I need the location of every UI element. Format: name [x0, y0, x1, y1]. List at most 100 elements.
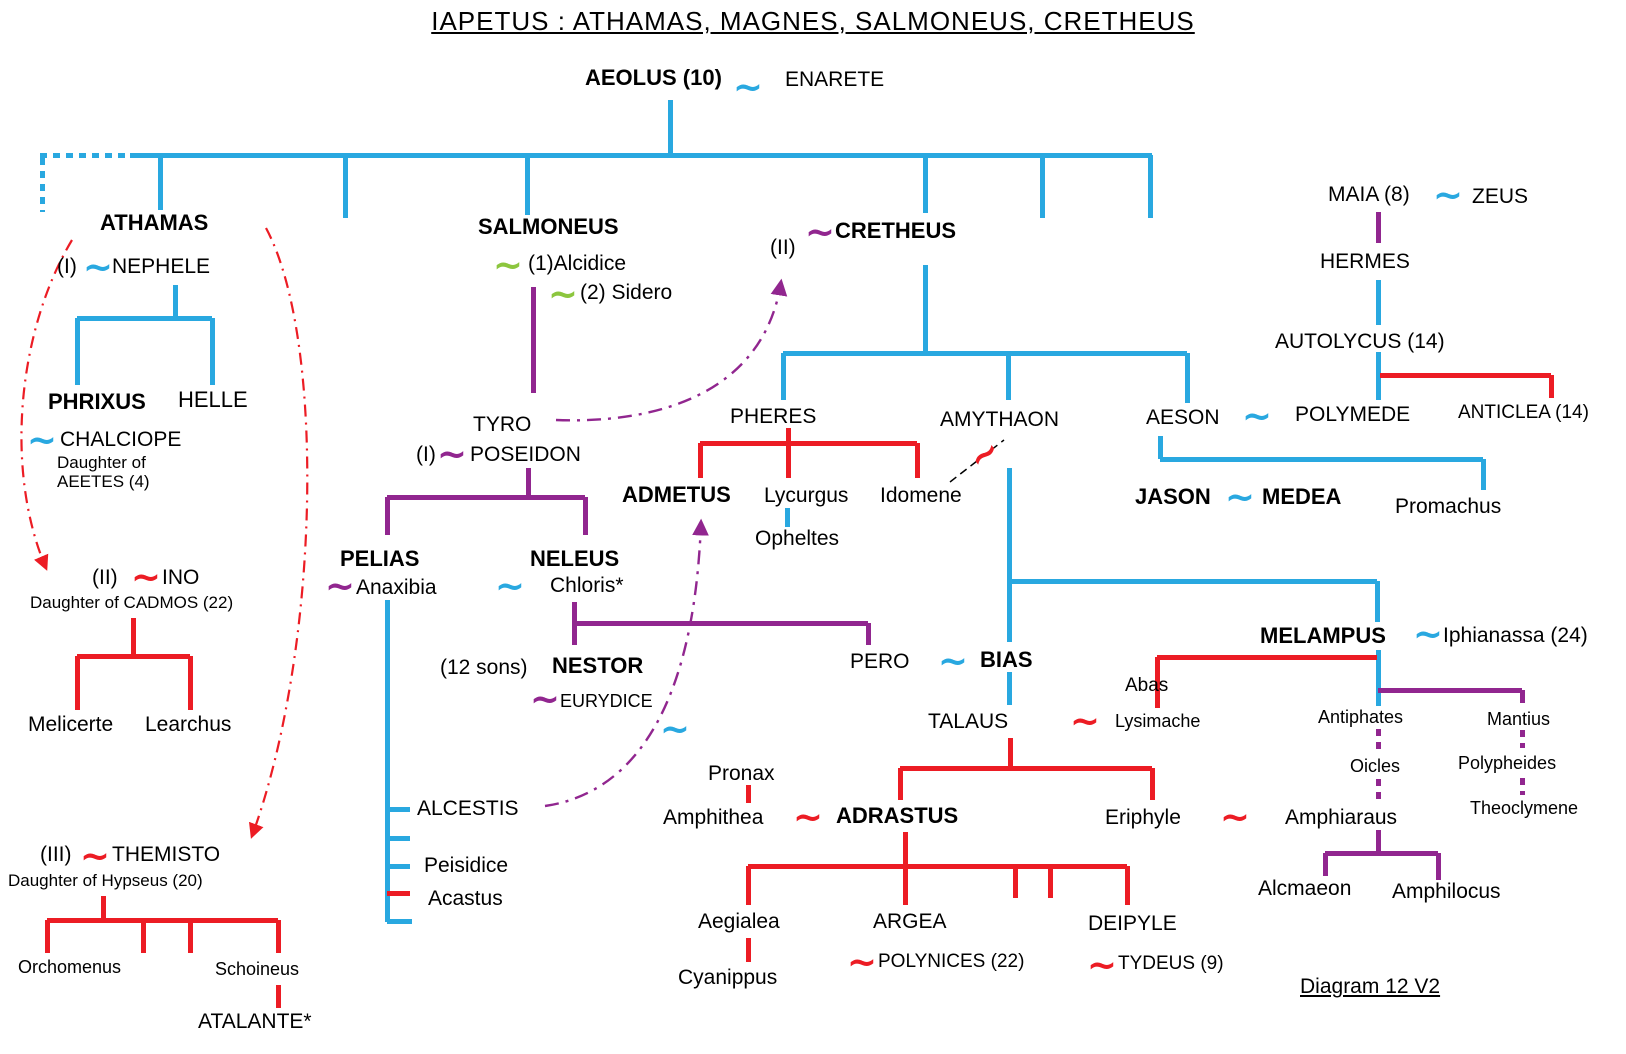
athamas-to-themisto-arrow [248, 227, 309, 839]
neleus-label: NELEUS [530, 546, 620, 571]
salmoneus-sidero-marriage-tilde-icon: ~ [547, 274, 579, 315]
pronax-label: Pronax [708, 762, 775, 785]
acastus-tick [387, 890, 410, 896]
pronax-amphithea-line [745, 785, 751, 803]
alcestis-label: ALCESTIS [417, 797, 519, 820]
aeolus-label: AEOLUS (10) [585, 65, 722, 90]
themisto-children-bar [47, 917, 278, 923]
tyro-children-bar [387, 494, 585, 500]
jason-medea-marriage-tilde-icon: ~ [1224, 477, 1256, 518]
oicles-label: Oicles [1350, 756, 1401, 776]
athamas-label: ATHAMAS [100, 210, 209, 235]
zeus-label: ZEUS [1472, 185, 1529, 208]
ino-children-feed [130, 618, 136, 656]
aeson-label: AESON [1146, 406, 1220, 429]
melampus-feed [1374, 581, 1380, 622]
talaus-lysimache-marriage-tilde-icon: ~ [1069, 701, 1101, 742]
themisto-children-feed [100, 896, 106, 920]
tydeus-label: TYDEUS (9) [1118, 953, 1224, 974]
pheres-label: PHERES [730, 405, 817, 428]
deipyle-tydeus-marriage-tilde-icon: ~ [1086, 945, 1118, 986]
melampus-children-feed [1375, 650, 1381, 706]
anticlea-label: ANTICLEA (14) [1458, 402, 1589, 423]
themisto-child-tick1 [140, 920, 146, 953]
aegialea-cyanippus-line [745, 938, 751, 962]
athamas-to-ino-arrow [20, 239, 73, 571]
themisto-ordinal-label: (III) [40, 843, 72, 866]
idomene-drop [914, 443, 920, 478]
bias-talaus-line [1006, 672, 1012, 705]
learchus-label: Learchus [145, 713, 232, 736]
alcmaeon-label: Alcmaeon [1258, 877, 1352, 900]
bias-label: BIAS [980, 647, 1033, 672]
twelve-sons-label: (12 sons) [440, 656, 528, 679]
mantius-drop [1519, 690, 1525, 703]
admetus-label: ADMETUS [622, 482, 731, 507]
abas-lysimache-line [1154, 657, 1160, 708]
amythaon-label: AMYTHAON [940, 408, 1060, 431]
alcestis-to-admetus-arrow [544, 518, 709, 808]
melicerte-label: Melicerte [28, 713, 114, 736]
pelias-anaxibia-marriage-tilde-icon: ~ [324, 566, 356, 607]
argea-drop [902, 866, 908, 905]
aeson-drop [1184, 353, 1190, 403]
oicles-amphiaraus-line [1375, 779, 1381, 800]
aegialea-label: Aegialea [698, 910, 780, 933]
pheres-drop [780, 353, 786, 400]
melampus-iphianassa-marriage-tilde-icon: ~ [1412, 614, 1444, 655]
phrixus-chalciope-marriage-tilde-icon: ~ [26, 420, 58, 461]
maia-hermes-line [1375, 212, 1381, 243]
alcidice-label: (1)Alcidice [528, 252, 627, 275]
pelias-children-spine [384, 600, 390, 922]
ino-note-label: Daughter of CADMOS (22) [30, 593, 234, 612]
poseidon-ordinal-label: (I) [416, 443, 436, 466]
pelias-label: PELIAS [340, 546, 420, 571]
pero-bias-marriage-tilde-icon: ~ [937, 641, 969, 682]
ino-children-bar [77, 653, 190, 659]
aeson-children-feed [1157, 436, 1163, 459]
autolycus-label: AUTOLYCUS (14) [1275, 330, 1445, 353]
phrixus-label: PHRIXUS [48, 389, 146, 414]
diagram-title: IAPETUS : ATHAMAS, MAGNES, SALMONEUS, CR… [431, 6, 1195, 36]
adrastus-children-feed [902, 832, 908, 866]
aeson-children-bar [1160, 456, 1483, 462]
talaus-label: TALAUS [928, 710, 1009, 733]
amythaon-children-bar [1009, 578, 1377, 584]
alcmaeon-drop [1322, 853, 1328, 876]
lycurgus-opheltes-line [784, 508, 790, 527]
aeolus-enarete-marriage-tilde-icon: ~ [732, 67, 764, 108]
promachus-drop [1480, 459, 1486, 490]
dotted-bar-left [40, 152, 132, 158]
son6-drop [1147, 155, 1153, 218]
schoineus-label: Schoineus [215, 959, 300, 979]
amythaon-bias-line [1006, 468, 1012, 642]
antiphates-label: Antiphates [1318, 707, 1404, 727]
amphiaraus-label: Amphiaraus [1285, 806, 1398, 829]
nestor-label: NESTOR [552, 653, 644, 678]
cyanippus-label: Cyanippus [678, 966, 778, 989]
diagram-version-label: Diagram 12 V2 [1300, 975, 1441, 998]
nestor-drop [571, 623, 577, 645]
maia-label: MAIA (8) [1328, 183, 1410, 206]
nephele-feed [172, 285, 178, 318]
deipyle-label: DEIPYLE [1088, 912, 1177, 935]
cretheus-drop-lower [922, 265, 928, 353]
iphianassa-label: Iphianassa (24) [1443, 624, 1588, 647]
tyro-poseidon-marriage-tilde-icon: ~ [436, 434, 468, 475]
pero-label: PERO [850, 650, 910, 673]
neleus-children-feed [571, 602, 577, 623]
polynices-label: POLYNICES (22) [878, 951, 1025, 972]
cretheus-ordinal-label: (II) [770, 236, 796, 259]
athamas-themisto-marriage-tilde-icon: ~ [79, 836, 111, 877]
alcestis-tick [387, 806, 410, 812]
neleus-children-bar [574, 620, 868, 626]
schoineus-atalante-line [275, 985, 281, 1008]
tyro-cretheus-marriage-tilde-icon: ~ [804, 212, 836, 253]
nephele-children-bar [77, 315, 212, 321]
autolycus-anticlea-bar [1380, 372, 1551, 378]
theoclymene-label: Theoclymene [1470, 798, 1579, 818]
son5-drop [1039, 155, 1045, 218]
hermes-label: HERMES [1320, 250, 1410, 273]
